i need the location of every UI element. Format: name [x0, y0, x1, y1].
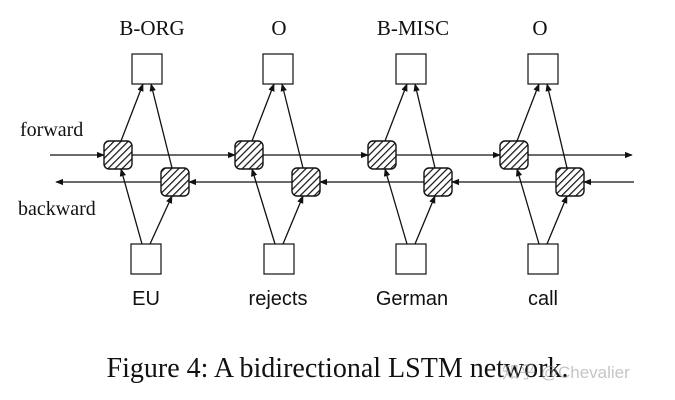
forward-to-output-arrow [384, 83, 408, 142]
input-to-forward-arrow [515, 168, 540, 245]
backward-to-output-arrow [413, 83, 436, 169]
input-word: German [375, 288, 449, 310]
output-tag: B-MISC [376, 16, 450, 40]
output-node [262, 53, 294, 85]
input-to-backward-arrow [546, 195, 568, 245]
input-node [395, 243, 427, 275]
input-to-backward-arrow [282, 195, 304, 245]
backward-lstm-cell [160, 167, 190, 197]
input-to-backward-arrow [414, 195, 436, 245]
output-node [395, 53, 427, 85]
input-to-forward-arrow [383, 168, 408, 245]
input-word: EU [132, 288, 160, 310]
output-tag: O [532, 16, 548, 40]
backward-label: backward [18, 198, 96, 220]
watermark-text: 知乎 @Chevalier [502, 363, 630, 382]
output-node [527, 53, 559, 85]
input-node [263, 243, 295, 275]
forward-to-output-arrow [251, 83, 275, 142]
input-node [130, 243, 162, 275]
diagram-nodes [103, 53, 585, 275]
input-word: call [527, 288, 559, 310]
output-tag: B-ORG [119, 16, 185, 40]
backward-lstm-cell [291, 167, 321, 197]
forward-label: forward [20, 119, 84, 141]
figure-caption: Figure 4: A bidirectional LSTM network. [106, 353, 569, 384]
backward-to-output-arrow [149, 83, 173, 169]
diagram-edges [50, 83, 634, 245]
forward-to-output-arrow [516, 83, 540, 142]
forward-lstm-cell [367, 140, 397, 170]
input-to-forward-arrow [119, 168, 143, 245]
forward-to-output-arrow [120, 83, 144, 142]
backward-to-output-arrow [280, 83, 304, 169]
backward-lstm-cell [555, 167, 585, 197]
output-node [131, 53, 163, 85]
input-node [527, 243, 559, 275]
forward-lstm-cell [103, 140, 133, 170]
backward-lstm-cell [423, 167, 453, 197]
output-tag: O [271, 16, 287, 40]
input-word: rejects [248, 288, 308, 310]
input-to-backward-arrow [149, 195, 173, 245]
backward-to-output-arrow [545, 83, 568, 169]
forward-lstm-cell [234, 140, 264, 170]
input-to-forward-arrow [251, 168, 276, 245]
forward-lstm-cell [499, 140, 529, 170]
